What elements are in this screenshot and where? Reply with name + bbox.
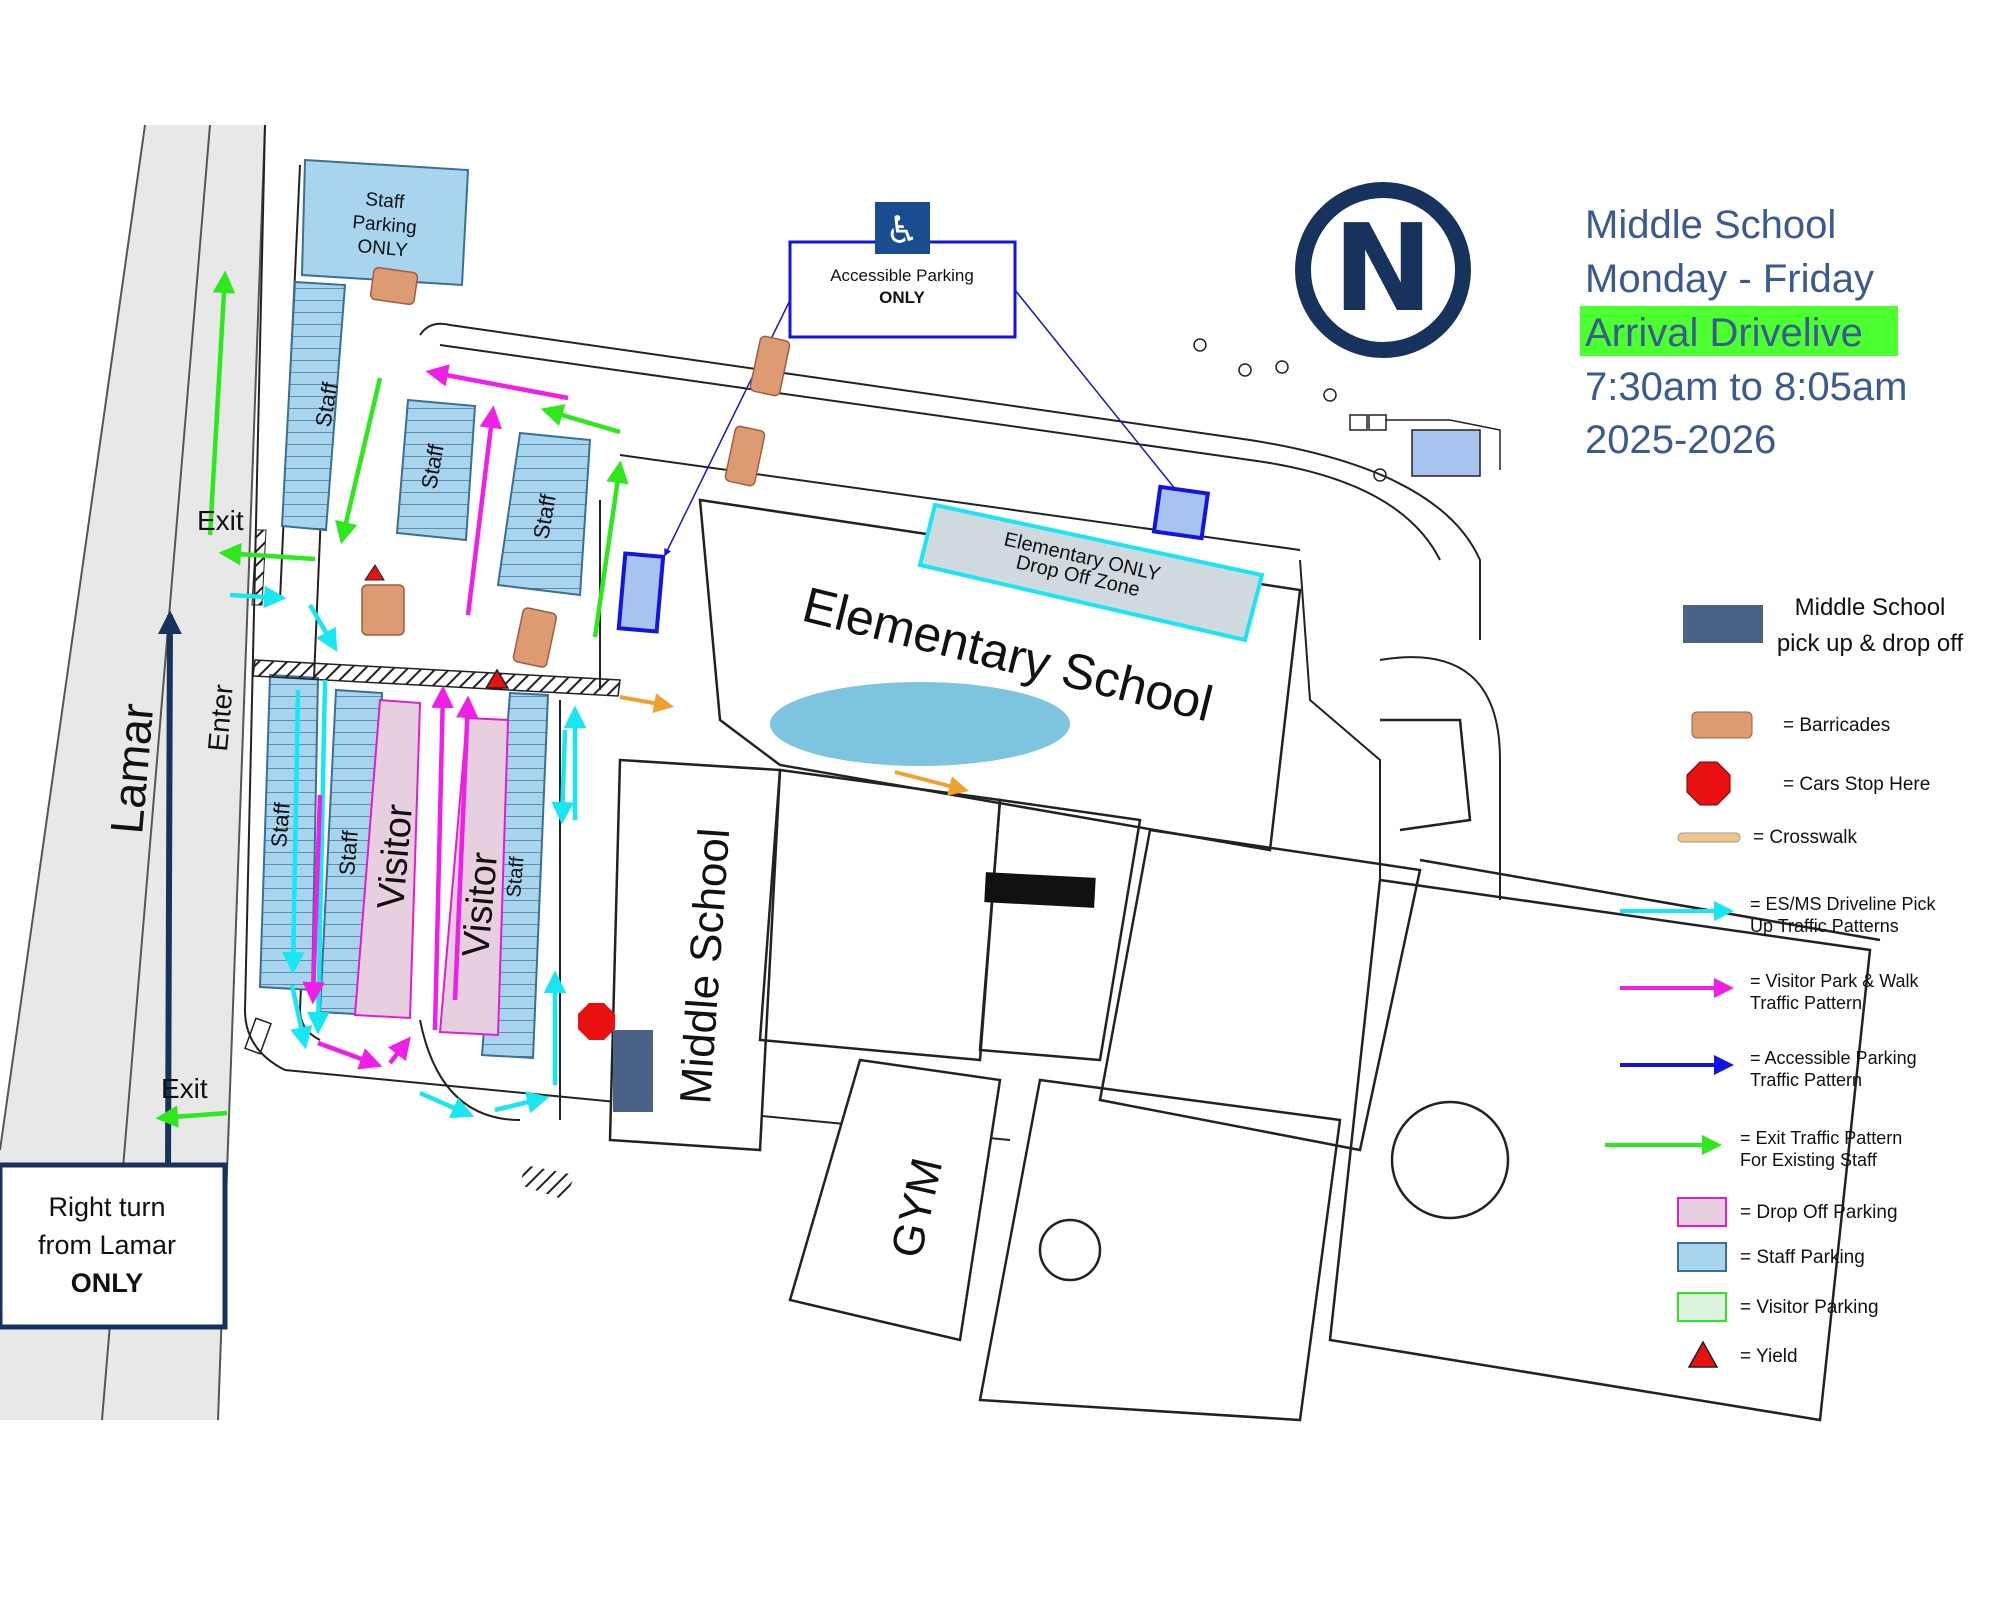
legend-swatch-yield-icon (1687, 1340, 1719, 1368)
logo-letter: N (1333, 200, 1433, 339)
visitor-dropoff-parking: Visitor Visitor (353, 698, 510, 1037)
legend-text-cyan-1: = ES/MS Driveline Pick (1750, 894, 1937, 914)
legend-text-blue-2: Traffic Pattern (1750, 1070, 1862, 1090)
cars-stop-here-icon (578, 1003, 615, 1040)
covered-area-oval (770, 682, 1070, 766)
gym-building (788, 1058, 1002, 1342)
ms-pickup-dropoff-area (613, 1030, 653, 1112)
legend-text-green-2: For Existing Staff (1740, 1150, 1878, 1170)
accessible-spot-east (1151, 484, 1211, 541)
accessible-line1: Accessible Parking (830, 266, 974, 285)
staff-row-label-6: Staff (503, 855, 529, 898)
staff-row-label-5: Staff (334, 829, 363, 877)
accessible-parking-callout: ♿ Accessible Parking ONLY (616, 202, 1211, 634)
title-highlight (1580, 306, 1898, 356)
legend-swatch-ms-pickup (1683, 605, 1763, 643)
title-line5: 2025-2026 (1585, 418, 1776, 462)
legend-swatch-barricade (1691, 711, 1753, 739)
right-turn-line3: ONLY (71, 1268, 144, 1298)
legend-text-stop: = Cars Stop Here (1783, 774, 1930, 795)
orange-crosswalk-arrows (619, 693, 969, 796)
accessible-spot-west (616, 551, 666, 634)
legend-text-visitor: = Visitor Parking (1740, 1297, 1879, 1318)
legend-text-dropoff: = Drop Off Parking (1740, 1202, 1898, 1223)
legend-text-barricade: = Barricades (1783, 715, 1890, 736)
legend-text-cyan-2: Up Traffic Patterns (1750, 916, 1899, 936)
school-logo: N (1295, 182, 1471, 358)
barricades (361, 266, 791, 668)
staff-top-label-3: ONLY (357, 236, 409, 261)
exit-top-label: Exit (197, 505, 244, 536)
elementary-dropoff-zone: Elementary ONLY Drop Off Zone (917, 502, 1265, 643)
legend-swatch-crosswalk (1677, 832, 1741, 843)
magenta-traffic-arrows (302, 364, 569, 1070)
right-turn-line1: Right turn (48, 1192, 165, 1222)
accessible-line2: ONLY (879, 288, 925, 307)
legend-text-blue-1: = Accessible Parking (1750, 1048, 1917, 1068)
black-block (984, 872, 1096, 908)
legend-swatch-stop-icon (1686, 761, 1731, 806)
legend: Middle School pick up & drop off = Barri… (1605, 594, 1964, 1368)
right-turn-line2: from Lamar (38, 1230, 176, 1260)
svg-text:♿: ♿ (885, 208, 919, 252)
lamar-direction-arrow (157, 610, 182, 1176)
lamar-label: Lamar (100, 701, 163, 835)
legend-text-crosswalk: = Crosswalk (1753, 827, 1857, 848)
legend-swatch-dropoff (1677, 1197, 1727, 1227)
site-fixtures (244, 338, 1501, 1055)
wheelchair-icon (875, 202, 930, 254)
legend-text-magenta-1: = Visitor Park & Walk (1750, 971, 1920, 991)
title-line4: 7:30am to 8:05am (1585, 365, 1907, 409)
staff-parking-top-lot: Staff Parking ONLY (300, 158, 470, 287)
lamar-road: Lamar (0, 124, 266, 1421)
visitor-label-1: Visitor (370, 802, 421, 910)
legend-text-magenta-2: Traffic Pattern (1750, 993, 1862, 1013)
cyan-traffic-arrows (229, 585, 587, 1119)
legend-text-staff: = Staff Parking (1740, 1247, 1865, 1268)
legend-text-ms-pickup-1: Middle School (1795, 594, 1946, 621)
exit-bottom-label: Exit (161, 1073, 208, 1104)
legend-text-green-1: = Exit Traffic Pattern (1740, 1128, 1902, 1148)
title-line3: Arrival Drivelive (1585, 311, 1863, 355)
yield-icon-2 (364, 564, 385, 581)
legend-text-ms-pickup-2: pick up & drop off (1777, 630, 1964, 657)
title-block: Middle School Monday - Friday Arrival Dr… (1580, 203, 1907, 462)
right-turn-callout: Right turn from Lamar ONLY (0, 1162, 228, 1330)
title-line1: Middle School (1585, 203, 1836, 247)
legend-swatch-visitor (1677, 1292, 1727, 1322)
legend-swatch-staff (1677, 1242, 1727, 1272)
staff-top-label-1: Staff (365, 189, 406, 213)
legend-text-yield: = Yield (1740, 1346, 1798, 1367)
enter-label: Enter (202, 683, 239, 752)
visitor-label-2: Visitor (455, 850, 506, 958)
title-line2: Monday - Friday (1585, 257, 1874, 301)
staff-row-label-4: Staff (266, 801, 295, 849)
green-exit-arrows (155, 270, 629, 1128)
yield-icon (484, 668, 510, 689)
